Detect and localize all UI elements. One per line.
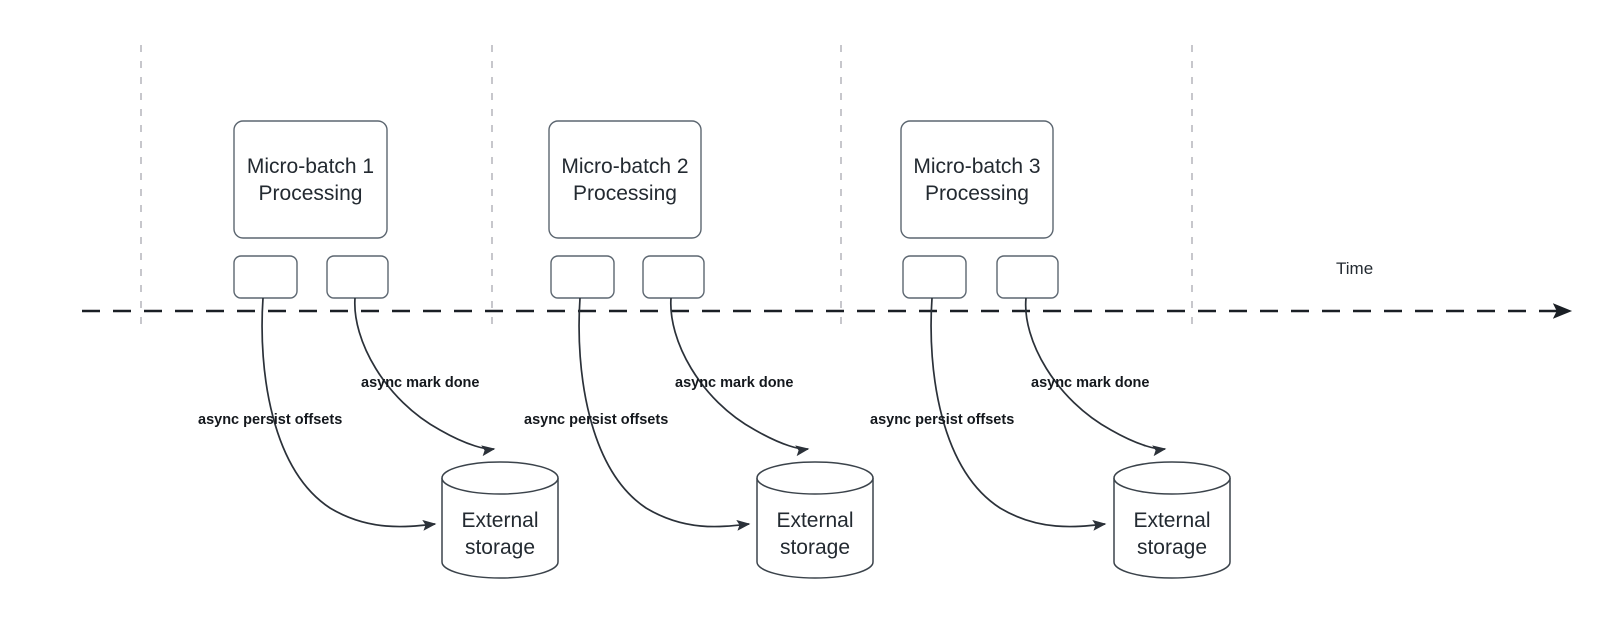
process-box-shape bbox=[233, 120, 388, 239]
process-box-line1: Micro-batch 2 bbox=[561, 155, 688, 178]
micro-batch-2-task-a[interactable] bbox=[550, 255, 615, 299]
edge-label-async-mark-done-3: async mark done bbox=[1031, 375, 1149, 391]
edge-label-async-persist-offsets-1: async persist offsets bbox=[198, 412, 342, 428]
time-axis: Time bbox=[82, 259, 1573, 319]
micro-batch-1-process-box[interactable]: Micro-batch 1 Processing bbox=[233, 120, 388, 239]
micro-batch-1-task-b[interactable] bbox=[326, 255, 389, 299]
task-box-shape bbox=[550, 255, 615, 299]
cylinder-body bbox=[441, 478, 559, 579]
external-storage-3[interactable]: External storage bbox=[1113, 461, 1231, 579]
process-box-shape bbox=[548, 120, 702, 239]
micro-batch-3-task-b[interactable] bbox=[996, 255, 1059, 299]
edge-label-async-mark-done-1: async mark done bbox=[361, 375, 479, 391]
task-box-shape bbox=[902, 255, 967, 299]
external-storage-1[interactable]: External storage bbox=[441, 461, 559, 579]
process-box-line1: Micro-batch 3 bbox=[913, 155, 1040, 178]
storage-label-line1: External bbox=[1133, 509, 1210, 532]
micro-batch-3-task-a[interactable] bbox=[902, 255, 967, 299]
storage-label-line1: External bbox=[776, 509, 853, 532]
cylinder-body bbox=[756, 478, 874, 579]
micro-batch-1-task-a[interactable] bbox=[233, 255, 298, 299]
edge-async-mark-done-3 bbox=[1024, 297, 1167, 457]
edge-label-async-persist-offsets-3: async persist offsets bbox=[870, 412, 1014, 428]
edge-label-async-mark-done-2: async mark done bbox=[675, 375, 793, 391]
storage-label-line2: storage bbox=[465, 536, 535, 559]
edge-async-persist-offsets-2 bbox=[578, 297, 751, 531]
cylinder-top bbox=[756, 461, 874, 495]
task-box-shape bbox=[326, 255, 389, 299]
edge-async-persist-offsets-3 bbox=[930, 297, 1107, 531]
task-box-shape bbox=[642, 255, 705, 299]
external-storage-2[interactable]: External storage bbox=[756, 461, 874, 579]
storage-label-line2: storage bbox=[780, 536, 850, 559]
micro-batch-2-process-box[interactable]: Micro-batch 2 Processing bbox=[548, 120, 702, 239]
edge-label-async-persist-offsets-2: async persist offsets bbox=[524, 412, 668, 428]
process-box-line1: Micro-batch 1 bbox=[247, 155, 374, 178]
cylinder-top bbox=[441, 461, 559, 495]
edge-async-mark-done-1 bbox=[354, 297, 496, 457]
process-box-line2: Processing bbox=[925, 182, 1029, 205]
process-box-line2: Processing bbox=[573, 182, 677, 205]
micro-batch-2-task-b[interactable] bbox=[642, 255, 705, 299]
group-3: Micro-batch 3 Processing async persist o… bbox=[870, 120, 1231, 579]
edge-async-mark-done-2 bbox=[670, 297, 810, 457]
process-box-line2: Processing bbox=[259, 182, 363, 205]
cylinder-top bbox=[1113, 461, 1231, 495]
micro-batch-3-process-box[interactable]: Micro-batch 3 Processing bbox=[900, 120, 1054, 239]
task-box-shape bbox=[233, 255, 298, 299]
cylinder-body bbox=[1113, 478, 1231, 579]
process-box-shape bbox=[900, 120, 1054, 239]
storage-label-line1: External bbox=[461, 509, 538, 532]
task-box-shape bbox=[996, 255, 1059, 299]
group-2: Micro-batch 2 Processing async persist o… bbox=[524, 120, 874, 579]
group-1: Micro-batch 1 Processing async persist o… bbox=[198, 120, 559, 579]
edge-async-persist-offsets-1 bbox=[261, 297, 437, 531]
storage-label-line2: storage bbox=[1137, 536, 1207, 559]
time-axis-label: Time bbox=[1336, 259, 1373, 278]
